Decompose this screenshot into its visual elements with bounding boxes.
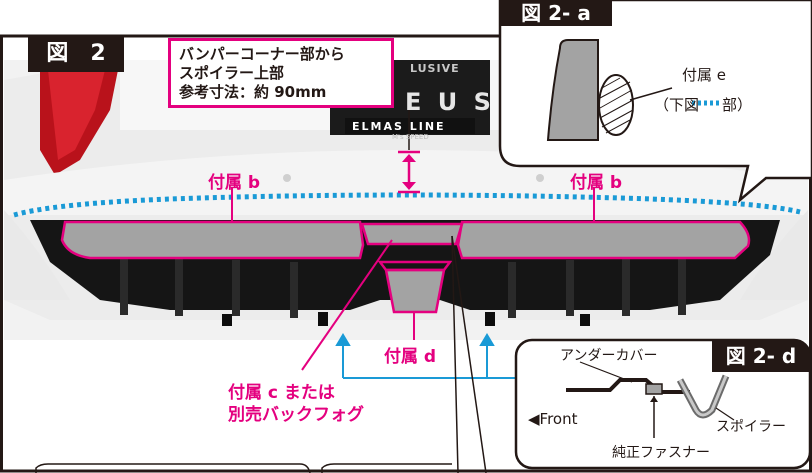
dimension-callout: バンパーコーナー部から スポイラー上部 参考寸法：約 90mm (168, 38, 394, 108)
label-part-c-line1: 付属 c または (228, 383, 335, 403)
part-d-panel (384, 268, 446, 314)
label-part-b-right: 付属 b (570, 173, 623, 193)
part-c-panel (360, 222, 464, 246)
detail-a-bumper-section (546, 39, 599, 141)
label-part-e-note-suffix: 部） (722, 96, 753, 114)
part-b-left-panel (60, 220, 365, 260)
detail-d-box (514, 338, 812, 470)
figure-frame (0, 34, 812, 473)
plate-text-2: E U S (405, 88, 495, 116)
label-part-e: 付属 e (682, 66, 726, 84)
plate-text-3: ELMAS LINE (352, 120, 446, 133)
under-cover-shape (566, 378, 690, 394)
label-part-e-note-prefix: （下図 (654, 96, 700, 114)
plate-text-4: M's SPEED (392, 133, 429, 141)
figure-2-tag: 図 2 (28, 36, 124, 72)
fastener-shape (645, 383, 663, 395)
callout-line-2: スポイラー上部 (179, 64, 285, 82)
label-part-b-left: 付属 b (208, 173, 261, 193)
leader-bottom-2 (451, 235, 487, 473)
fastener-position-arrows (335, 333, 518, 379)
label-spoiler: スポイラー (716, 419, 786, 435)
leader-c (301, 239, 393, 371)
label-part-c-line2: 別売バックフォグ (228, 405, 364, 425)
label-under-cover: アンダーカバー (560, 348, 658, 364)
label-fastener: 純正ファスナー (612, 445, 710, 461)
part-e-spacer (598, 74, 634, 136)
leader-bottom-1 (451, 235, 459, 473)
dimension-arrow (398, 108, 420, 194)
callout-line-3: 参考寸法：約 90mm (179, 83, 327, 101)
callout-line-1: バンパーコーナー部から (179, 45, 345, 63)
part-b-right-panel (456, 220, 751, 260)
plate-text-1: LUSIVE (410, 62, 460, 75)
label-part-d: 付属 d (384, 347, 437, 367)
detail-a-bubble (498, 0, 812, 204)
label-front: ◀Front (528, 410, 578, 428)
bumper-reference-dotted-line (13, 192, 801, 218)
figure-2d-tag: 図 2- d (712, 340, 810, 372)
figure-2a-tag: 図 2- a (500, 0, 612, 26)
